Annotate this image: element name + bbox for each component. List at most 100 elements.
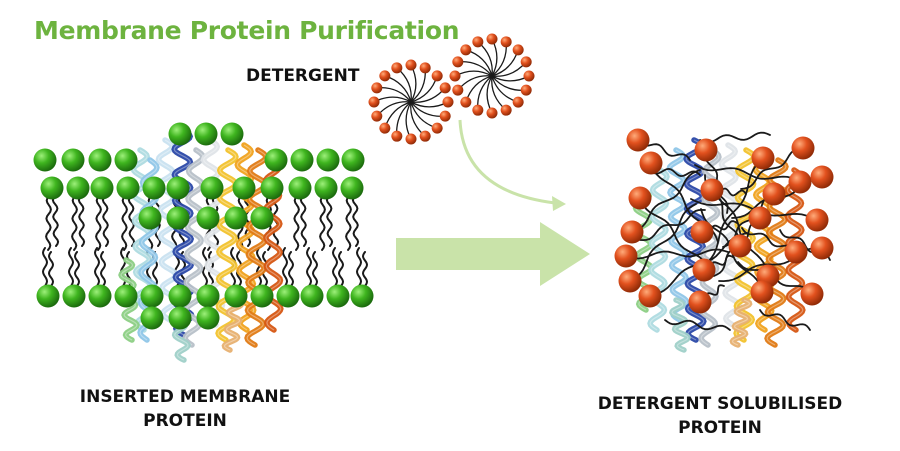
detergent-head [751,146,775,170]
lipid-head [196,306,220,330]
lipid-head [40,176,64,200]
right-arrow-icon [396,222,590,286]
detergent-head [419,130,431,142]
detergent-head [486,107,498,119]
lipid-head [90,176,114,200]
detergent-head [628,186,652,210]
lipid-head [88,148,112,172]
lipid-head [194,122,218,146]
detergent-head [472,104,484,116]
lipid-head [61,148,85,172]
detergent-head [750,280,774,304]
detergent-head [391,130,403,142]
detergent-head [439,82,451,94]
detergent-head [431,70,443,82]
page-title: Membrane Protein Purification [34,16,460,45]
detergent-head [618,269,642,293]
lipid-head [168,306,192,330]
detergent-head [688,290,712,314]
lipid-head [66,176,90,200]
lipid-head [140,284,164,308]
lipid-head [340,176,364,200]
detergent-head [460,44,472,56]
detergent-heads-icon [614,128,834,314]
detergent-head [379,70,391,82]
lipid-head [276,284,300,308]
lipid-head [288,176,312,200]
detergent-head [690,220,714,244]
detergent-head [810,236,834,260]
lipid-head [196,284,220,308]
lipid-head [220,122,244,146]
detergent-head [486,33,498,45]
lipid-head [33,148,57,172]
detergent-head [694,138,718,162]
lipid-head [88,284,112,308]
detergent-head [460,96,472,108]
lipid-head [114,148,138,172]
lipid-bilayer-icon [33,122,374,330]
lipid-head [36,284,60,308]
detergent-head [379,122,391,134]
detergent-solubilised-protein-caption: DETERGENT SOLUBILISED PROTEIN [575,392,865,440]
detergent-head [520,56,532,68]
lipid-head [316,148,340,172]
detergent-head [371,82,383,94]
inserted-membrane-protein-caption: INSERTED MEMBRANE PROTEIN [40,385,330,433]
detergent-head [800,282,824,306]
lipid-head [142,176,166,200]
lipid-head [224,284,248,308]
detergent-head [788,170,812,194]
left-caption-line1: INSERTED MEMBRANE [79,387,291,407]
left-caption-line2: PROTEIN [143,411,227,431]
lipid-head [200,176,224,200]
lipid-head [140,306,164,330]
detergent-head [391,62,403,74]
detergent-head [626,128,650,152]
detergent-head [500,36,512,48]
detergent-head [784,240,808,264]
lipid-head [232,176,256,200]
detergent-head [728,234,752,258]
detergent-head [638,284,662,308]
lipid-head [260,176,284,200]
detergent-head [472,36,484,48]
lipid-head [290,148,314,172]
detergent-head [368,96,380,108]
detergent-head [810,165,834,189]
detergent-head [762,182,786,206]
lipid-head [250,206,274,230]
detergent-label: DETERGENT [246,66,360,86]
detergent-head [639,151,663,175]
detergent-head [405,59,417,71]
detergent-head [371,110,383,122]
lipid-head [166,176,190,200]
detergent-head [620,220,644,244]
lipid-head [350,284,374,308]
lipid-head [168,122,192,146]
detergent-head [520,84,532,96]
lipid-head [314,176,338,200]
lipid-head [250,284,274,308]
detergent-head [431,122,443,134]
detergent-head [523,70,535,82]
detergent-head [692,258,716,282]
lipid-head [341,148,365,172]
lipid-head [326,284,350,308]
lipid-head [264,148,288,172]
detergent-head [512,96,524,108]
detergent-head [512,44,524,56]
lipid-head [114,284,138,308]
lipid-head [224,206,248,230]
detergent-head [748,206,772,230]
detergent-head [805,208,829,232]
lipid-head [166,206,190,230]
right-caption-line2: PROTEIN [678,418,762,438]
lipid-head [168,284,192,308]
detergent-head [405,133,417,145]
lipid-head [138,206,162,230]
detergent-head [614,244,638,268]
detergent-head [419,62,431,74]
lipid-head [62,284,86,308]
